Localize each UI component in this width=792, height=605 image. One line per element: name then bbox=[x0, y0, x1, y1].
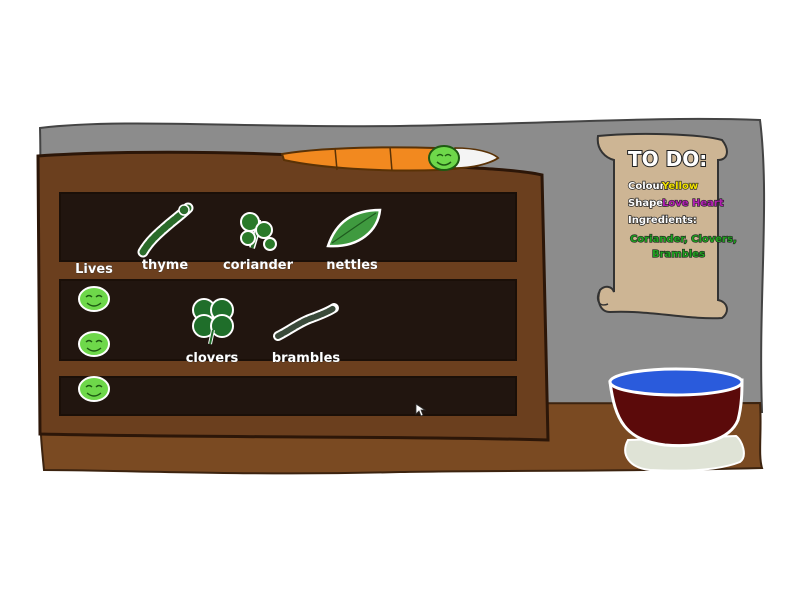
todo-ingredients-label: Ingredients: bbox=[628, 215, 697, 226]
cauldron-icon[interactable] bbox=[608, 367, 745, 472]
life-pea-icon bbox=[78, 286, 110, 312]
coriander-label: coriander bbox=[223, 258, 294, 273]
pea-character-icon[interactable] bbox=[428, 145, 460, 171]
todo-scroll bbox=[596, 132, 728, 320]
todo-shape-value: Love Heart bbox=[662, 198, 724, 209]
brambles-label: brambles bbox=[272, 351, 341, 366]
todo-ingredients-line-2: Brambles bbox=[652, 249, 705, 260]
life-pea-icon bbox=[78, 376, 110, 402]
todo-shape-label: Shape: bbox=[628, 198, 667, 209]
todo-colour-label: Colour: bbox=[628, 181, 669, 192]
thyme-label: thyme bbox=[142, 258, 188, 273]
coriander-icon[interactable] bbox=[240, 212, 277, 251]
life-pea-icon bbox=[78, 331, 110, 357]
nettle-leaf-icon[interactable] bbox=[326, 208, 382, 248]
todo-title: TO DO: bbox=[628, 147, 707, 171]
todo-colour-value: Yellow bbox=[661, 181, 698, 192]
nettles-label: nettles bbox=[326, 258, 378, 273]
bramble-icon[interactable] bbox=[273, 303, 339, 341]
todo-ingredients-line-1: Coriander, Clovers, bbox=[630, 234, 737, 245]
ingredient-shelf bbox=[36, 150, 550, 442]
mouse-cursor-icon bbox=[415, 403, 427, 417]
lives-label: Lives bbox=[75, 262, 113, 277]
clovers-label: clovers bbox=[186, 351, 239, 366]
clover-icon[interactable] bbox=[192, 298, 234, 345]
thyme-icon[interactable] bbox=[137, 202, 194, 258]
